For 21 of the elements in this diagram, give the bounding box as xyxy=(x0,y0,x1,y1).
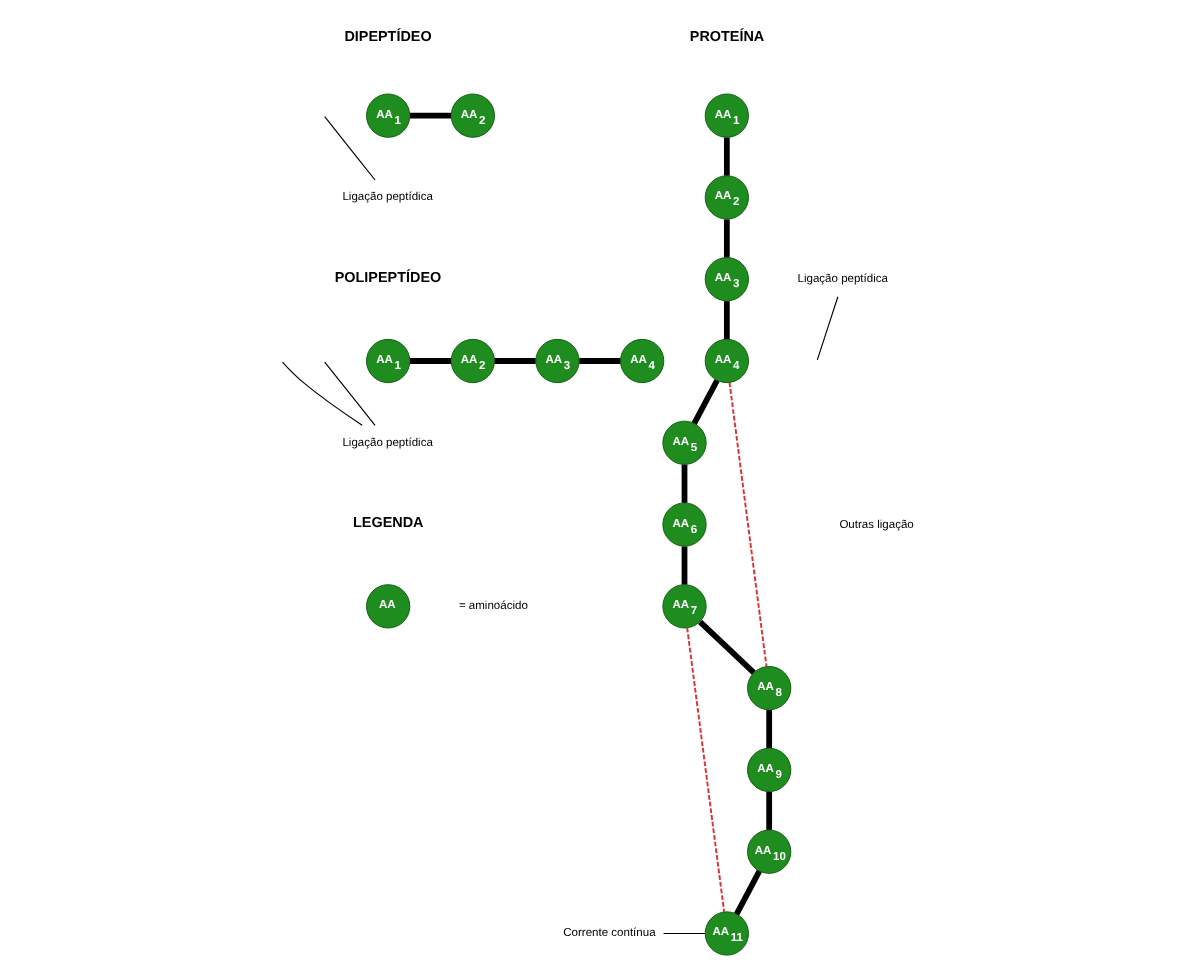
connector xyxy=(690,379,719,425)
connector xyxy=(409,358,450,364)
connector xyxy=(680,464,687,503)
connector xyxy=(280,361,362,426)
connector xyxy=(722,301,729,340)
connector xyxy=(722,219,729,258)
connector xyxy=(409,112,450,119)
connector xyxy=(765,710,772,749)
connector xyxy=(662,932,705,935)
connector xyxy=(727,381,767,668)
connector xyxy=(733,869,761,916)
connector xyxy=(815,296,838,361)
connector xyxy=(685,626,725,913)
connector xyxy=(722,137,729,176)
connector xyxy=(697,619,755,675)
connector xyxy=(493,358,535,364)
connector xyxy=(680,546,687,585)
connector xyxy=(323,361,375,426)
connector xyxy=(578,358,620,364)
connector xyxy=(765,791,772,830)
connector xyxy=(323,116,375,181)
